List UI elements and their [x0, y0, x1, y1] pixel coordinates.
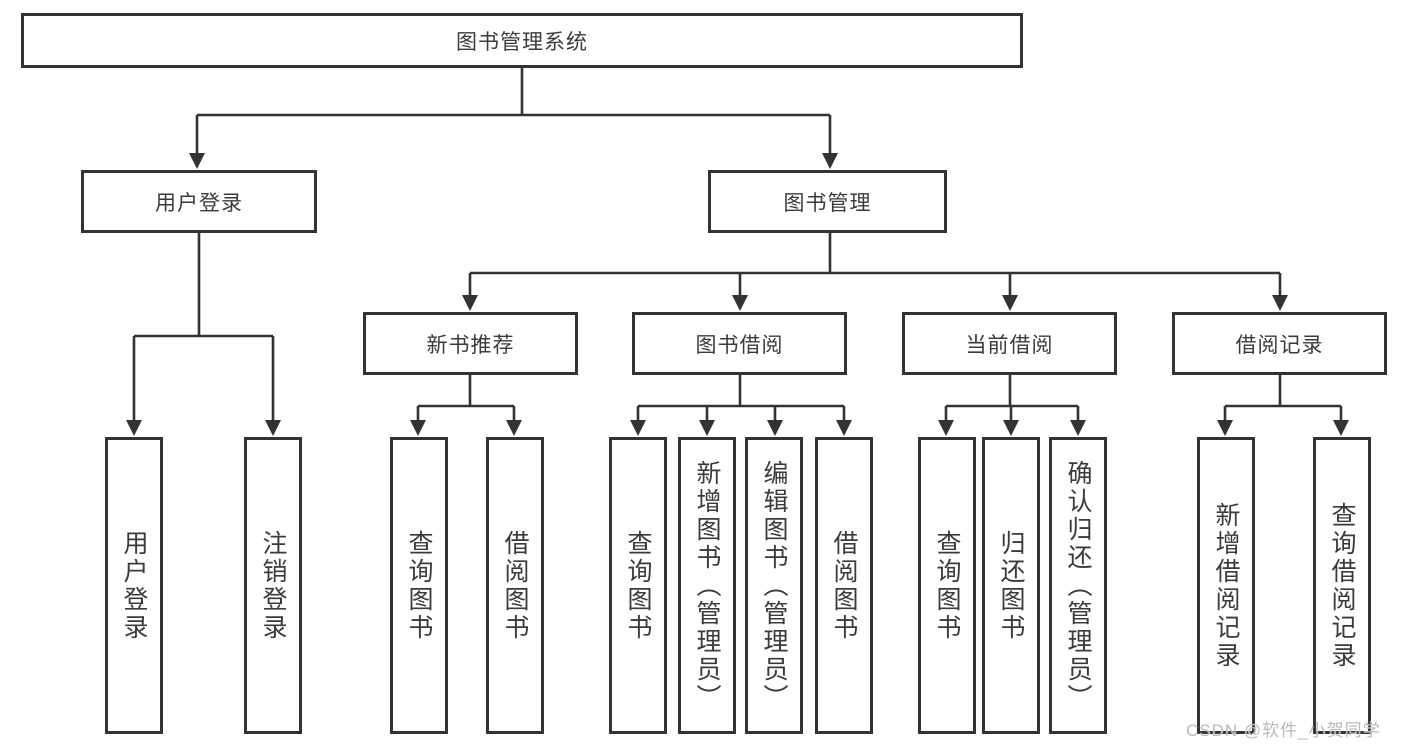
leaf-borrow-books: 借阅图书: [815, 437, 873, 734]
leaf-query-books-recommend: 查询图书: [390, 437, 448, 734]
leaf-edit-books-admin: 编辑图书（管理员）: [745, 437, 803, 734]
leaf-return-books-label: 归还图书: [997, 529, 1025, 642]
leaf-add-books-admin: 新增图书（管理员）: [678, 437, 736, 734]
leaf-user-login-label: 用户登录: [120, 529, 148, 642]
leaf-add-borrow-record: 新增借阅记录: [1197, 437, 1255, 734]
leaf-query-borrow-record: 查询借阅记录: [1313, 437, 1371, 734]
node-borrow-records-label: 借阅记录: [1235, 333, 1324, 357]
leaf-add-books-admin-label: 新增图书（管理员）: [693, 459, 721, 712]
leaf-query-books-borrow: 查询图书: [609, 437, 667, 734]
node-root-label: 图书管理系统: [456, 30, 588, 54]
leaf-return-books: 归还图书: [982, 437, 1040, 734]
leaf-confirm-return-admin: 确认归还（管理员）: [1049, 437, 1107, 734]
node-current-borrow: 当前借阅: [902, 312, 1117, 375]
node-book-borrow: 图书借阅: [632, 312, 847, 375]
leaf-borrow-books-recommend-label: 借阅图书: [501, 529, 529, 642]
csdn-watermark: CSDN @软件_小贺同学: [1186, 721, 1381, 740]
leaf-logout-label: 注销登录: [259, 529, 287, 642]
node-current-borrow-label: 当前借阅: [965, 333, 1054, 357]
leaf-query-books-current: 查询图书: [918, 437, 976, 734]
node-borrow-records: 借阅记录: [1172, 312, 1387, 375]
node-new-book-recommend: 新书推荐: [363, 312, 578, 375]
node-root: 图书管理系统: [21, 13, 1023, 68]
leaf-borrow-books-recommend: 借阅图书: [486, 437, 544, 734]
leaf-edit-books-admin-label: 编辑图书（管理员）: [760, 459, 788, 712]
node-user-login: 用户登录: [81, 170, 317, 233]
leaf-query-borrow-record-label: 查询借阅记录: [1328, 501, 1356, 670]
node-book-borrow-label: 图书借阅: [695, 333, 784, 357]
leaf-borrow-books-label: 借阅图书: [830, 529, 858, 642]
leaf-user-login: 用户登录: [105, 437, 163, 734]
leaf-query-books-recommend-label: 查询图书: [405, 529, 433, 642]
leaf-logout: 注销登录: [244, 437, 302, 734]
node-book-management-label: 图书管理: [783, 191, 872, 215]
leaf-query-books-current-label: 查询图书: [933, 529, 961, 642]
node-book-management: 图书管理: [708, 170, 947, 233]
leaf-confirm-return-admin-label: 确认归还（管理员）: [1064, 459, 1092, 712]
node-new-book-recommend-label: 新书推荐: [426, 333, 515, 357]
leaf-add-borrow-record-label: 新增借阅记录: [1212, 501, 1240, 670]
leaf-query-books-borrow-label: 查询图书: [624, 529, 652, 642]
node-user-login-label: 用户登录: [155, 191, 243, 215]
